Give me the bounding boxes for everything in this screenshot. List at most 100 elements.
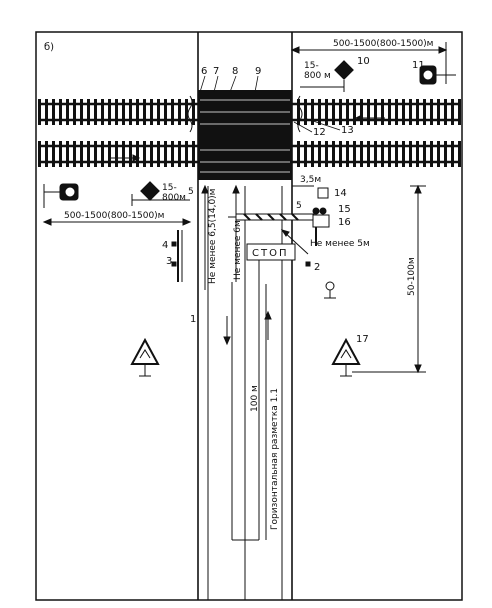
- rail-tie: [409, 141, 412, 167]
- not-less-5m-label: Не менее 5м: [310, 239, 370, 249]
- callout-17: 17: [356, 334, 369, 345]
- warning-signal-11: [419, 65, 456, 85]
- callout-1: 1: [190, 314, 196, 325]
- lane-direction-arrows: [223, 310, 272, 346]
- rail-tie: [325, 99, 328, 125]
- rail-tie: [430, 99, 433, 125]
- rail-tie: [192, 141, 195, 167]
- callout-leaders-12-13: [293, 117, 341, 133]
- rail-tie: [143, 99, 146, 125]
- crossing-warning-sign-17: [331, 337, 361, 377]
- rail-tie: [115, 141, 118, 167]
- callout-8: 8: [232, 66, 238, 77]
- callout-15: 15: [338, 204, 351, 215]
- rail-tie: [325, 141, 328, 167]
- callout-16: 16: [338, 217, 351, 228]
- callout-3: 3: [166, 256, 172, 267]
- warning-sign-10: [300, 60, 354, 92]
- callout-12: 12: [313, 127, 326, 138]
- vertical-dim-mid-label: Не менее 6м: [233, 220, 243, 280]
- callout-9: 9: [255, 66, 261, 77]
- rail-tie: [185, 141, 188, 167]
- rail-tie: [143, 141, 146, 167]
- not-less-5m-dim: [280, 229, 311, 267]
- callout-7: 7: [213, 66, 219, 77]
- left-span-label: 500-1500(800-1500)м: [64, 211, 164, 221]
- rail-tie: [318, 141, 321, 167]
- right-vertical-dim: [352, 184, 426, 374]
- rail-tie: [402, 99, 405, 125]
- rail-tie: [171, 141, 174, 167]
- rail-tie: [80, 141, 83, 167]
- rail-tie: [360, 141, 363, 167]
- rail-tie: [458, 141, 461, 167]
- vertical-dim-mid: [232, 184, 240, 282]
- callout-2: 2: [314, 262, 320, 273]
- rail-tie: [339, 99, 342, 125]
- rail-tie: [416, 99, 419, 125]
- figure-frame: [35, 31, 463, 601]
- rail-tie: [94, 99, 97, 125]
- warning-signal-left: [43, 183, 79, 208]
- stop-marking-box: [246, 243, 296, 261]
- rail-tie: [108, 99, 111, 125]
- rail-tie: [346, 141, 349, 167]
- rail-tie: [129, 141, 132, 167]
- sign-15-left-distance: 15-800м: [162, 183, 186, 203]
- callout-11: 11: [412, 60, 425, 71]
- marking-length-label: 100 м: [250, 385, 260, 412]
- rail-tie: [150, 99, 153, 125]
- rail-tie: [360, 99, 363, 125]
- rail-tie: [297, 141, 300, 167]
- rail-tie: [381, 141, 384, 167]
- callout-10: 10: [357, 56, 370, 67]
- rail-tie: [87, 99, 90, 125]
- rail-tie: [73, 99, 76, 125]
- warning-sign-15-left: [131, 181, 190, 206]
- right-vertical-label: 50-100м: [407, 257, 417, 296]
- rail-track-upper: [38, 99, 461, 125]
- callout-6: 6: [201, 66, 207, 77]
- rail-tie: [353, 99, 356, 125]
- stop-line-sign: [324, 281, 336, 299]
- rail-tie: [101, 141, 104, 167]
- rail-tie: [304, 99, 307, 125]
- track-direction-arrows: [110, 114, 385, 162]
- small-gap-dim: [292, 185, 329, 199]
- rail-tie: [423, 141, 426, 167]
- rail-tie: [346, 99, 349, 125]
- callout-4: 4: [162, 240, 168, 251]
- crossing-deck-stripes: [200, 99, 290, 173]
- rail-tie: [52, 141, 55, 167]
- rail-tie: [381, 99, 384, 125]
- crossing-warning-sign-left: [130, 337, 160, 377]
- horizontal-marking-zone: [231, 260, 267, 541]
- callout-14: 14: [334, 188, 347, 199]
- crossing-deck: [198, 90, 292, 180]
- vertical-dim-left: [201, 184, 209, 290]
- rail-tie: [339, 141, 342, 167]
- left-offset-5: 5: [188, 187, 194, 197]
- vertical-dim-left-label: Не менее 6,5(14,0)м: [208, 189, 218, 284]
- rail-tie: [311, 99, 314, 125]
- callout-leaders-top: [199, 75, 259, 93]
- sign-10-distance: 15-800 м: [304, 61, 331, 81]
- rail-tie: [80, 99, 83, 125]
- rail-tie: [59, 141, 62, 167]
- small-gap-label: 3,5м: [300, 175, 321, 185]
- rail-tie: [332, 99, 335, 125]
- rail-tie: [437, 99, 440, 125]
- rail-tie: [66, 99, 69, 125]
- left-dimension-line: [42, 218, 192, 226]
- top-right-span-label: 500-1500(800-1500)м: [333, 39, 433, 49]
- marking-text-label: Горизонтальная разметка 1.1: [270, 388, 280, 530]
- barrier-left-3-4: [171, 230, 183, 282]
- barrier-arm: [228, 213, 315, 221]
- rail-tie: [52, 99, 55, 125]
- rail-tie: [38, 141, 41, 167]
- rail-tie: [367, 99, 370, 125]
- road-edge-curve-left: [187, 95, 193, 133]
- rail-tie: [122, 99, 125, 125]
- rail-tie: [458, 99, 461, 125]
